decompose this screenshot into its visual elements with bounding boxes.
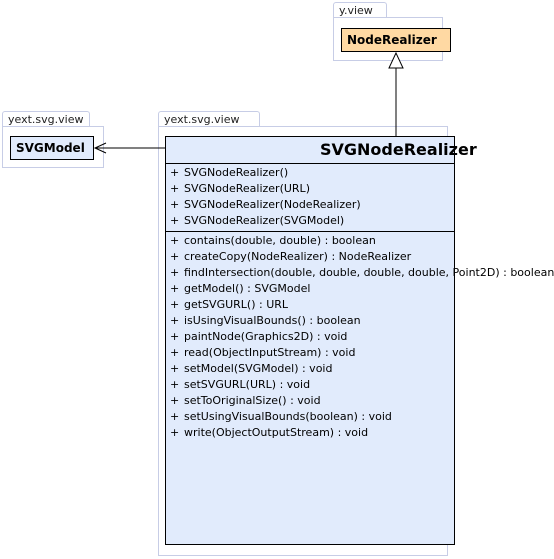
- visibility-marker: +: [170, 314, 180, 327]
- visibility-marker: +: [170, 298, 180, 311]
- constructor-signature: SVGNodeRealizer(URL): [184, 182, 310, 195]
- methods-section: + contains(double, double) : boolean + crea…: [166, 232, 554, 441]
- node-realizer-label: NodeRealizer: [347, 33, 437, 47]
- method-item: + createCopy(NodeRealizer) : NodeRealizer: [166, 249, 454, 265]
- visibility-marker: +: [170, 394, 180, 407]
- visibility-marker: +: [170, 330, 180, 343]
- method-signature: setSVGURL(URL) : void: [184, 378, 311, 391]
- visibility-marker: +: [170, 410, 180, 423]
- method-item: + setModel(SVGModel) : void: [166, 361, 454, 377]
- method-signature: createCopy(NodeRealizer) : NodeRealizer: [184, 250, 412, 263]
- method-item: + setSVGURL(URL) : void: [166, 377, 454, 393]
- visibility-marker: +: [170, 182, 180, 195]
- package-tab-left-yext-svg-view: yext.svg.view: [2, 111, 90, 127]
- method-signature: findIntersection(double, double, double,…: [184, 266, 554, 279]
- method-item: + setUsingVisualBounds(boolean) : void: [166, 409, 454, 425]
- method-signature: setModel(SVGModel) : void: [184, 362, 333, 375]
- method-signature: setUsingVisualBounds(boolean) : void: [184, 410, 392, 423]
- visibility-marker: +: [170, 378, 180, 391]
- visibility-marker: +: [170, 250, 180, 263]
- constructors-section: +SVGNodeRealizer()+SVGNodeRealizer(URL)+…: [166, 164, 454, 232]
- package-tab-y-view: y.view: [333, 2, 387, 18]
- package-label-main: yext.svg.view: [164, 113, 240, 126]
- package-label-y-view: y.view: [339, 4, 373, 17]
- connectors: [93, 51, 404, 154]
- association-arrowhead: [93, 142, 107, 154]
- class-title: SVGNodeRealizer: [166, 137, 477, 164]
- constructor-signature: SVGNodeRealizer(NodeRealizer): [184, 198, 361, 211]
- method-signature: getModel() : SVGModel: [184, 282, 311, 295]
- visibility-marker: +: [170, 362, 180, 375]
- method-signature: setToOriginalSize() : void: [184, 394, 321, 407]
- method-item: + getModel() : SVGModel: [166, 281, 454, 297]
- method-item: + contains(double, double) : boolean: [166, 233, 454, 249]
- visibility-marker: +: [170, 346, 180, 359]
- package-label-left: yext.svg.view: [8, 113, 84, 126]
- visibility-marker: +: [170, 234, 180, 247]
- visibility-marker: +: [170, 426, 180, 439]
- method-item: + isUsingVisualBounds() : boolean: [166, 313, 454, 329]
- method-item: + read(ObjectInputStream) : void: [166, 345, 454, 361]
- visibility-marker: +: [170, 214, 180, 227]
- method-item: + getSVGURL() : URL: [166, 297, 454, 313]
- node-realizer-box[interactable]: NodeRealizer: [341, 28, 451, 52]
- method-signature: contains(double, double) : boolean: [184, 234, 376, 247]
- constructor-item: + SVGNodeRealizer(): [166, 165, 454, 181]
- svg-model-box[interactable]: SVGModel: [10, 136, 94, 160]
- method-item: + findIntersection(double, double, double…: [166, 265, 554, 281]
- method-signature: isUsingVisualBounds() : boolean: [184, 314, 361, 327]
- method-signature: read(ObjectInputStream) : void: [184, 346, 356, 359]
- method-signature: getSVGURL() : URL: [184, 298, 289, 311]
- inheritance-arrowhead: [388, 51, 404, 69]
- method-item: + write(ObjectOutputStream) : void: [166, 425, 454, 441]
- constructor-item: + SVGNodeRealizer(NodeRealizer): [166, 197, 454, 213]
- constructor-signature: SVGNodeRealizer(SVGModel): [184, 214, 345, 227]
- method-signature: write(ObjectOutputStream) : void: [184, 426, 369, 439]
- visibility-marker: +: [170, 266, 180, 279]
- visibility-marker: +: [170, 166, 180, 179]
- constructor-item: + SVGNodeRealizer(URL): [166, 181, 454, 197]
- package-tab-main-yext-svg-view: yext.svg.view: [158, 111, 260, 127]
- method-signature: paintNode(Graphics2D) : void: [184, 330, 348, 343]
- visibility-marker: +: [170, 198, 180, 211]
- constructor-signature: SVGNodeRealizer(): [184, 166, 289, 179]
- constructor-item: + SVGNodeRealizer(SVGModel): [166, 213, 454, 229]
- svg-node-realizer-class[interactable]: SVGNodeRealizer + SVGNodeRealizer() + SVGNo…: [165, 136, 554, 545]
- method-item: + paintNode(Graphics2D) : void: [166, 329, 454, 345]
- visibility-marker: +: [170, 282, 180, 295]
- method-item: + setToOriginalSize() : void: [166, 393, 454, 409]
- svg-model-label: SVGModel: [16, 141, 85, 155]
